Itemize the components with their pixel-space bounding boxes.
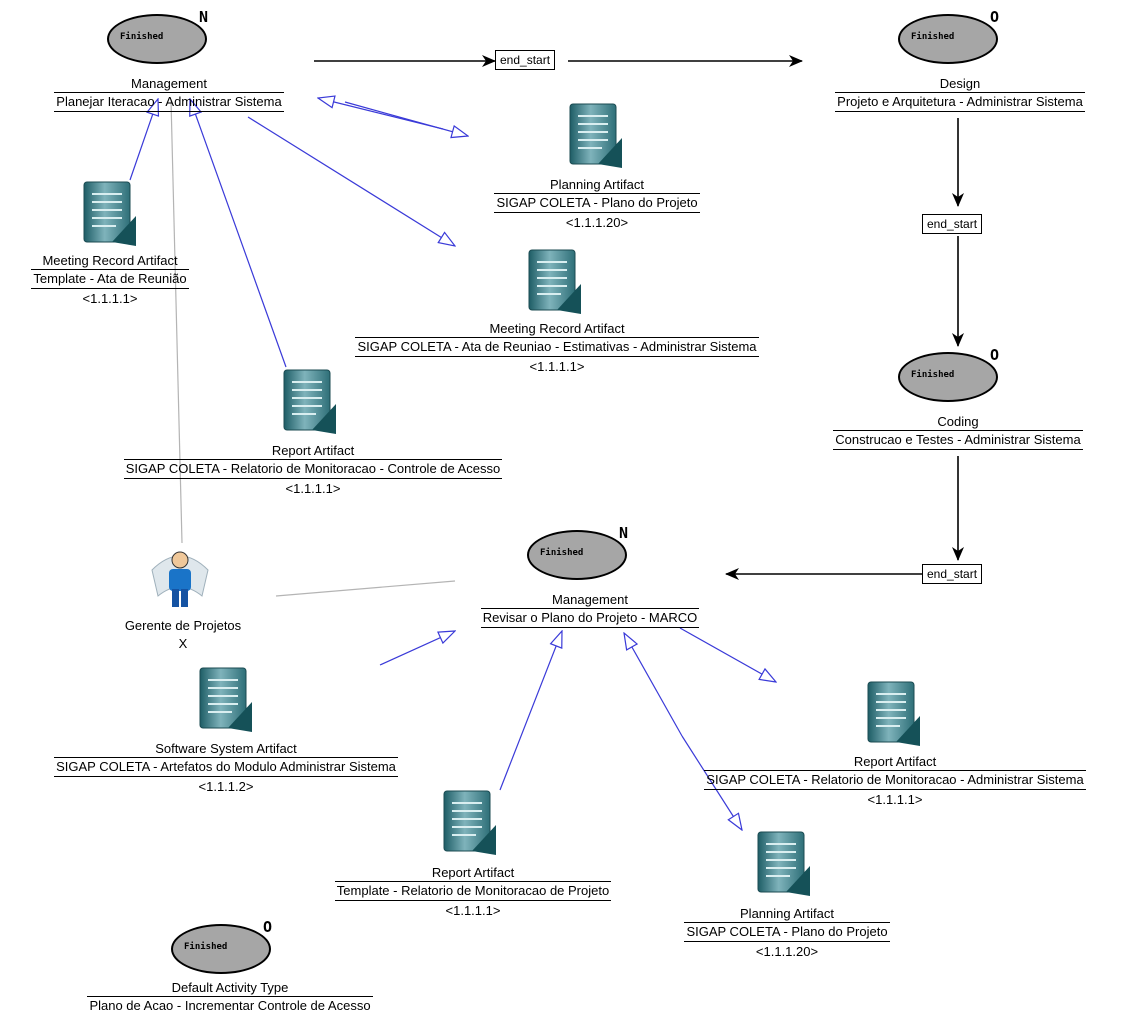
- activity-ellipse[interactable]: [171, 924, 271, 974]
- artifact-label: Report Artifact SIGAP COLETA - Relatorio…: [656, 754, 1134, 808]
- document-icon[interactable]: [198, 666, 254, 734]
- artifact-version: <1.1.1.1>: [867, 792, 923, 807]
- activity-status: Finished: [184, 942, 228, 952]
- artifact-link: [681, 735, 742, 830]
- document-icon[interactable]: [527, 248, 583, 316]
- artifact-version: <1.1.1.20>: [755, 944, 819, 959]
- artifact-link: [190, 99, 287, 368]
- role-link: [275, 580, 456, 597]
- activity-flag: N: [619, 524, 629, 542]
- document-icon[interactable]: [756, 830, 812, 898]
- dependency-label: end_start: [927, 217, 978, 231]
- activity-name: Planejar Iteracao - Administrar Sistema: [54, 92, 284, 112]
- activity-ellipse[interactable]: [898, 352, 998, 402]
- document-icon[interactable]: [568, 102, 624, 170]
- dependency-end-start[interactable]: end_start: [495, 50, 556, 70]
- artifact-link: [318, 98, 444, 130]
- role-name: Gerente de Projetos: [124, 618, 242, 633]
- activity-label: Design Projeto e Arquitetura - Administr…: [802, 76, 1118, 112]
- document-icon[interactable]: [282, 368, 338, 436]
- dependency-label: end_start: [500, 53, 551, 67]
- activity-status: Finished: [911, 370, 955, 380]
- artifact-type: Meeting Record Artifact: [42, 253, 178, 268]
- document-icon[interactable]: [82, 180, 138, 248]
- activity-ellipse[interactable]: [898, 14, 998, 64]
- activity-ellipse[interactable]: [107, 14, 207, 64]
- artifact-name: SIGAP COLETA - Relatorio de Monitoracao …: [123, 459, 503, 479]
- role-label: Gerente de Projetos X: [100, 618, 266, 652]
- artifact-label: Report Artifact Template - Relatorio de …: [300, 865, 646, 919]
- artifact-link: [499, 631, 562, 791]
- artifact-label: Software System Artifact SIGAP COLETA - …: [10, 741, 442, 795]
- artifact-link: [379, 631, 455, 666]
- artifact-link: [344, 101, 468, 136]
- artifact-name: SIGAP COLETA - Relatorio de Monitoracao …: [704, 770, 1086, 790]
- activity-label: Default Activity Type Plano de Acao - In…: [50, 980, 410, 1015]
- activity-flag: N: [199, 8, 209, 26]
- artifact-name: SIGAP COLETA - Ata de Reuniao - Estimati…: [355, 337, 759, 357]
- activity-status: Finished: [120, 32, 164, 42]
- activity-label: Management Planejar Iteracao - Administr…: [22, 76, 316, 112]
- dependency-label: end_start: [927, 567, 978, 581]
- activity-status: Finished: [911, 32, 955, 42]
- activity-flag: O: [990, 346, 1000, 364]
- artifact-type: Planning Artifact: [550, 177, 644, 192]
- artifact-link: [679, 627, 776, 682]
- activity-type: Design: [939, 76, 981, 91]
- artifact-label: Meeting Record Artifact Template - Ata d…: [10, 253, 210, 307]
- artifact-version: <1.1.1.2>: [198, 779, 254, 794]
- activity-name: Plano de Acao - Incrementar Controle de …: [87, 996, 373, 1013]
- activity-label: Coding Construcao e Testes - Administrar…: [798, 414, 1118, 450]
- activity-type: Management: [552, 592, 628, 607]
- artifact-version: <1.1.1.20>: [565, 215, 629, 230]
- role-mark: X: [178, 636, 188, 651]
- activity-type: Management: [131, 76, 207, 91]
- artifact-version: <1.1.1.1>: [285, 481, 341, 496]
- role-link: [170, 99, 183, 544]
- activity-name: Construcao e Testes - Administrar Sistem…: [833, 430, 1083, 450]
- artifact-name: SIGAP COLETA - Plano do Projeto: [684, 922, 890, 942]
- activity-type: Coding: [937, 414, 979, 429]
- activity-flag: O: [990, 8, 1000, 26]
- artifact-type: Report Artifact: [271, 443, 355, 458]
- activity-status: Finished: [540, 548, 584, 558]
- artifact-version: <1.1.1.1>: [82, 291, 138, 306]
- artifact-label: Planning Artifact SIGAP COLETA - Plano d…: [656, 906, 918, 960]
- activity-name: Revisar o Plano do Projeto - MARCO: [480, 608, 700, 628]
- artifact-name: Template - Ata de Reunião: [31, 269, 189, 289]
- artifact-type: Software System Artifact: [155, 741, 297, 756]
- artifact-type: Meeting Record Artifact: [489, 321, 625, 336]
- activity-ellipse[interactable]: [527, 530, 627, 580]
- artifact-label: Planning Artifact SIGAP COLETA - Plano d…: [470, 177, 724, 231]
- artifact-link: [247, 116, 455, 246]
- artifact-name: SIGAP COLETA - Plano do Projeto: [494, 193, 700, 213]
- dependency-end-start[interactable]: end_start: [922, 214, 983, 234]
- artifact-version: <1.1.1.1>: [529, 359, 585, 374]
- person-icon[interactable]: [151, 551, 209, 607]
- activity-type: Default Activity Type: [171, 980, 289, 995]
- artifact-type: Report Artifact: [431, 865, 515, 880]
- artifact-link: [129, 99, 158, 181]
- artifact-label: Report Artifact SIGAP COLETA - Relatorio…: [76, 443, 550, 497]
- artifact-type: Report Artifact: [853, 754, 937, 769]
- artifact-version: <1.1.1.1>: [445, 903, 501, 918]
- document-icon[interactable]: [442, 789, 498, 857]
- document-icon[interactable]: [866, 680, 922, 748]
- artifact-name: SIGAP COLETA - Artefatos do Modulo Admin…: [54, 757, 398, 777]
- activity-flag: O: [263, 918, 273, 936]
- dependency-end-start[interactable]: end_start: [922, 564, 983, 584]
- artifact-name: Template - Relatorio de Monitoracao de P…: [334, 881, 612, 901]
- activity-label: Management Revisar o Plano do Projeto - …: [452, 592, 728, 628]
- artifact-type: Planning Artifact: [740, 906, 834, 921]
- artifact-link: [624, 633, 683, 737]
- artifact-label: Meeting Record Artifact SIGAP COLETA - A…: [305, 321, 809, 375]
- activity-name: Projeto e Arquitetura - Administrar Sist…: [835, 92, 1085, 112]
